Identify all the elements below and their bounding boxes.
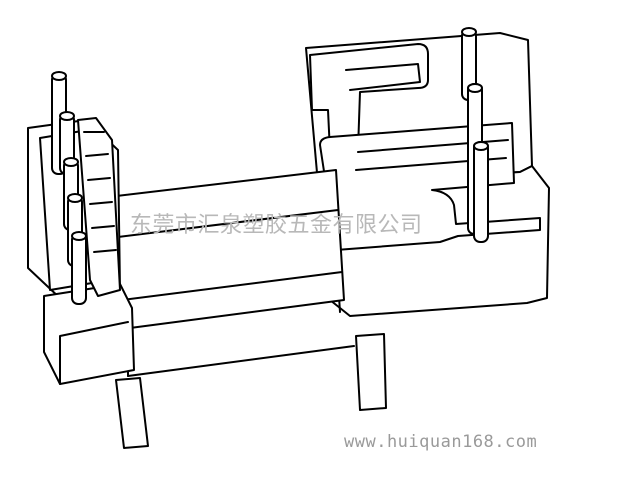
- left-terminal-comb: [77, 117, 121, 297]
- left-pins: [51, 71, 87, 305]
- right-flange-hook: [309, 43, 429, 153]
- mounting-legs: [115, 333, 387, 449]
- company-watermark: 东莞市汇泉塑胶五金有限公司: [130, 213, 423, 238]
- right-pins: [461, 27, 489, 243]
- website-watermark: www.huiquan168.com: [344, 432, 538, 452]
- winding-core: [99, 169, 355, 377]
